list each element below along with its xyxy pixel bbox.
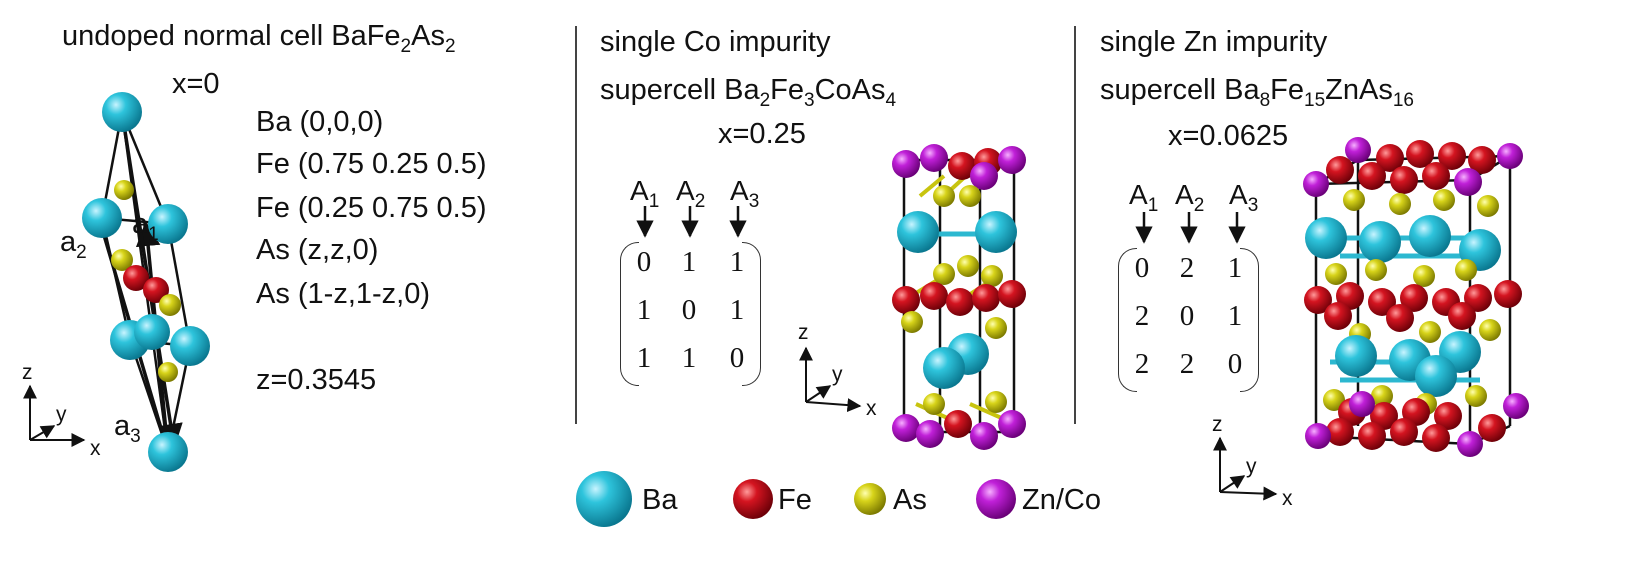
- matrix-cell: 0: [729, 342, 745, 374]
- vector-a1-label: a1: [132, 208, 159, 245]
- vector-a2-label: a2: [60, 226, 87, 263]
- as-atom: [111, 249, 133, 271]
- as-atom: [114, 180, 134, 200]
- legend-ba-label: Ba: [642, 484, 678, 516]
- panel-divider-2: [1074, 26, 1076, 424]
- legend-as-label: As: [893, 484, 927, 516]
- column-arrows-2: [636, 206, 747, 238]
- axis-y-label-2: y: [832, 363, 843, 386]
- matrix-cell: 1: [729, 294, 745, 326]
- position-as-1: As (z,z,0): [256, 234, 379, 266]
- z-parameter: z=0.3545: [256, 364, 377, 396]
- panel2-col-a3: A3: [730, 175, 760, 213]
- position-as-2: As (1-z,1-z,0): [256, 278, 431, 310]
- primitive-cell: [82, 92, 210, 472]
- legend-swatches: [576, 471, 1016, 527]
- panel1-title: undoped normal cell BaFe2As2: [62, 20, 456, 57]
- co-supercell: [892, 144, 1026, 450]
- panel3-x-value: x=0.0625: [1168, 120, 1289, 152]
- axis-y-label-3: y: [1246, 455, 1257, 478]
- panel2-x-value: x=0.25: [718, 118, 806, 150]
- axis-z-label-2: z: [798, 321, 809, 344]
- panel3-col-a1: A1: [1129, 179, 1159, 217]
- panel3-title-line2: supercell Ba8Fe15ZnAs16: [1100, 74, 1414, 111]
- ba-atom: [148, 204, 188, 244]
- ba-atom: [82, 198, 122, 238]
- legend-fe-label: Fe: [778, 484, 812, 516]
- matrix-cell: 0: [1134, 252, 1150, 284]
- ba-atom: [170, 326, 210, 366]
- panel3-title-line1: single Zn impurity: [1100, 26, 1328, 58]
- matrix-cell: 1: [1227, 252, 1243, 284]
- matrix-cell: 0: [1179, 300, 1195, 332]
- legend-zn-swatch: [976, 479, 1016, 519]
- matrix-cell: 2: [1179, 348, 1195, 380]
- legend-fe-swatch: [733, 479, 773, 519]
- position-fe-2: Fe (0.25 0.75 0.5): [256, 192, 487, 224]
- matrix-cell: 1: [636, 294, 652, 326]
- matrix-cell: 2: [1134, 348, 1150, 380]
- matrix-cell: 2: [1179, 252, 1195, 284]
- ba-atom: [102, 92, 142, 132]
- panel2-col-a2: A2: [676, 175, 706, 213]
- axis-triad-2: [799, 346, 862, 413]
- panel-divider-1: [575, 26, 577, 424]
- axis-y-label: y: [56, 403, 67, 426]
- ba-atom: [134, 314, 170, 350]
- column-arrows-3: [1135, 212, 1246, 244]
- legend-as-swatch: [854, 483, 886, 515]
- matrix-cell: 1: [729, 246, 745, 278]
- matrix-cell: 0: [636, 246, 652, 278]
- matrix-cell: 1: [1227, 300, 1243, 332]
- axis-x-label-2: x: [866, 397, 877, 420]
- matrix-cell: 2: [1134, 300, 1150, 332]
- matrix-cell: 1: [636, 342, 652, 374]
- ba-atom: [148, 432, 188, 472]
- matrix-cell: 1: [681, 246, 697, 278]
- panel2-title-line2: supercell Ba2Fe3CoAs4: [600, 74, 897, 111]
- matrix-cell: 0: [1227, 348, 1243, 380]
- panel3-col-a2: A2: [1175, 179, 1205, 217]
- zn-supercell: [1303, 137, 1529, 457]
- axis-x-label-3: x: [1282, 487, 1293, 510]
- position-fe-1: Fe (0.75 0.25 0.5): [256, 148, 487, 180]
- matrix-cell: 1: [681, 342, 697, 374]
- as-atom: [158, 362, 178, 382]
- legend-zn-co-label: Zn/Co: [1022, 484, 1101, 516]
- axis-z-label: z: [22, 361, 33, 384]
- fe-atom: [123, 265, 149, 291]
- vector-a3-label: a3: [114, 410, 141, 447]
- axis-z-label-3: z: [1212, 413, 1223, 436]
- legend-ba-swatch: [576, 471, 632, 527]
- as-atom: [159, 294, 181, 316]
- axis-triad-1: [23, 384, 86, 447]
- panel1-x-value: x=0: [172, 68, 220, 100]
- fe-atom: [143, 277, 169, 303]
- panel3-col-a3: A3: [1229, 179, 1259, 217]
- axis-x-label: x: [90, 437, 101, 460]
- panel2-col-a1: A1: [630, 175, 660, 213]
- position-ba: Ba (0,0,0): [256, 106, 384, 138]
- panel2-title-line1: single Co impurity: [600, 26, 831, 58]
- axis-triad-3: [1213, 436, 1278, 501]
- matrix-cell: 0: [681, 294, 697, 326]
